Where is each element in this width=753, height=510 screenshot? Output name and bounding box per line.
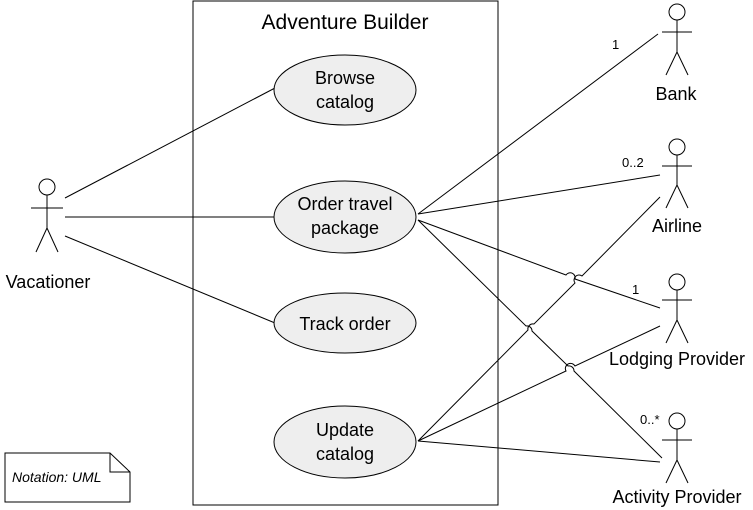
use-case-browse-ellipse <box>273 54 417 126</box>
stick-figure-icon <box>662 138 692 209</box>
actor-airline: Airline <box>652 138 702 236</box>
stick-figure-icon <box>662 273 692 344</box>
assoc-order-airline <box>417 174 661 215</box>
assoc-order-activity <box>417 219 663 459</box>
assoc-order-lodging <box>417 219 661 309</box>
actor-lodging-provider: Lodging Provider <box>609 273 745 369</box>
assoc-vacationer-track <box>64 235 276 324</box>
system-title: Adventure Builder <box>262 11 429 34</box>
note-shape <box>4 452 131 503</box>
use-case-update-ellipse <box>273 405 417 479</box>
assoc-update-airline <box>417 196 661 442</box>
use-case-browse-line1: Browse <box>315 68 375 88</box>
stick-figure-icon <box>662 3 692 76</box>
use-case-browse-catalog: Browse catalog <box>273 54 417 126</box>
use-case-order-line2: package <box>311 218 379 238</box>
note-fold <box>109 453 130 473</box>
use-case-browse-line2: catalog <box>316 92 374 112</box>
actor-bank: Bank <box>655 3 698 104</box>
actor-vacationer: Vacationer <box>6 178 91 292</box>
stick-figure-icon <box>31 178 63 253</box>
use-case-track-line1: Track order <box>299 314 390 334</box>
actor-activity-provider: Activity Provider <box>612 412 742 507</box>
multiplicity-lodging: 1 <box>632 282 639 297</box>
use-case-update-line2: catalog <box>316 444 374 464</box>
actor-airline-label: Airline <box>652 216 702 236</box>
actor-activity-label: Activity Provider <box>612 487 741 507</box>
use-case-track-ellipse <box>273 292 417 354</box>
system-boundary <box>192 0 499 506</box>
multiplicity-airline: 0..2 <box>622 155 644 170</box>
use-case-update-catalog: Update catalog <box>273 405 417 479</box>
multiplicity-activity: 0..* <box>640 412 660 427</box>
actor-bank-label: Bank <box>655 84 697 104</box>
assoc-update-lodging <box>417 325 661 442</box>
use-case-order-travel-package: Order travel package <box>273 180 417 254</box>
assoc-order-bank <box>417 33 659 215</box>
use-case-order-ellipse <box>273 180 417 254</box>
assoc-vacationer-browse <box>64 87 276 199</box>
use-case-update-line1: Update <box>316 420 374 440</box>
actor-lodging-label: Lodging Provider <box>609 349 745 369</box>
multiplicity-bank: 1 <box>612 37 619 52</box>
associations <box>64 33 663 463</box>
note-text: Notation: UML <box>12 469 101 485</box>
stick-figure-icon <box>662 412 692 484</box>
use-case-track-order: Track order <box>273 292 417 354</box>
notation-note: Notation: UML <box>4 452 131 503</box>
actor-vacationer-label: Vacationer <box>6 272 91 292</box>
use-case-order-line1: Order travel <box>297 194 392 214</box>
assoc-update-activity <box>417 440 661 463</box>
